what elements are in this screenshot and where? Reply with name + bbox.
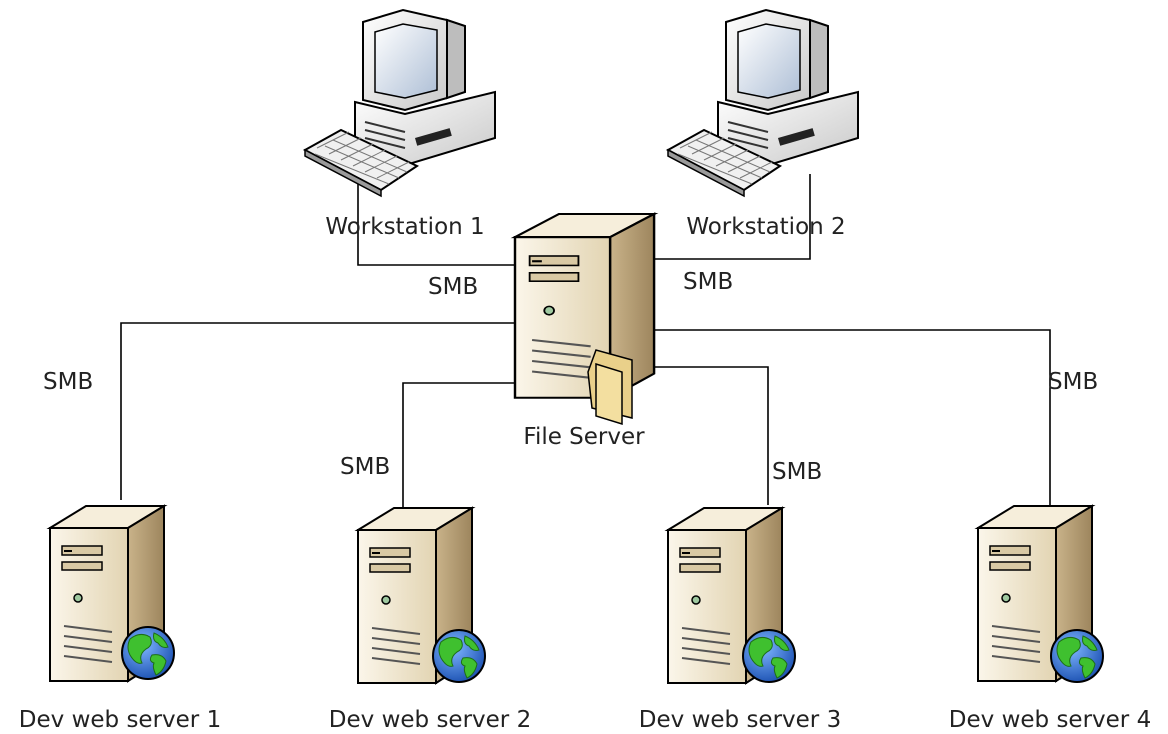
link-workstation-1 bbox=[357, 174, 518, 266]
smb-label-dev-web-server-1: SMB bbox=[43, 369, 94, 395]
dev-web-server-3-label: Dev web server 3 bbox=[638, 707, 842, 733]
smb-label-dev-web-server-4: SMB bbox=[1048, 369, 1099, 395]
link-dev-web-server-3 bbox=[634, 366, 769, 505]
workstation-2-label: Workstation 2 bbox=[686, 214, 846, 240]
dev-web-server-1-label: Dev web server 1 bbox=[18, 707, 222, 733]
smb-label-workstation-1: SMB bbox=[428, 274, 479, 300]
link-workstation-2 bbox=[652, 174, 811, 260]
workstation-1-icon bbox=[304, 9, 496, 197]
web-server-2-icon bbox=[357, 507, 486, 684]
link-dev-web-server-1 bbox=[120, 322, 522, 500]
smb-label-dev-web-server-2: SMB bbox=[340, 454, 391, 480]
workstation-1-label: Workstation 1 bbox=[325, 214, 485, 240]
link-dev-web-server-4 bbox=[652, 329, 1051, 505]
dev-web-server-2-label: Dev web server 2 bbox=[328, 707, 532, 733]
connection-lines bbox=[120, 174, 1051, 520]
web-server-3-icon bbox=[667, 507, 796, 684]
smb-label-workstation-2: SMB bbox=[683, 269, 734, 295]
workstation-2-icon bbox=[667, 9, 859, 197]
web-server-4-icon bbox=[977, 505, 1104, 683]
file-server-icon bbox=[513, 212, 656, 426]
file-server-label: File Server bbox=[523, 424, 645, 450]
link-dev-web-server-2 bbox=[402, 382, 522, 520]
dev-web-server-4-label: Dev web server 4 bbox=[948, 707, 1152, 733]
smb-label-dev-web-server-3: SMB bbox=[772, 459, 823, 485]
web-server-1-icon bbox=[49, 505, 175, 682]
folder-icon bbox=[587, 349, 633, 426]
